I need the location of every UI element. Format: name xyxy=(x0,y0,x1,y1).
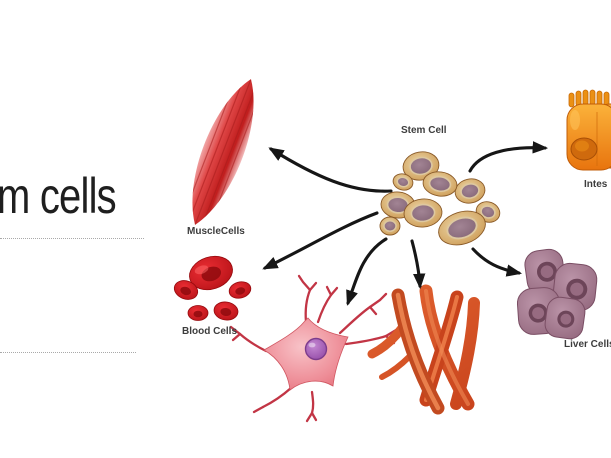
label-stem-cell: Stem Cell xyxy=(401,125,447,136)
arrow-to-fibers xyxy=(410,239,426,290)
placeholder-dotted-line-bottom xyxy=(0,352,136,353)
label-liver-cells: Liver Cells xyxy=(564,339,611,350)
blood-cells-graphic xyxy=(173,255,252,321)
arrow-to-intestinal xyxy=(468,141,549,173)
label-muscle-cells: MuscleCells xyxy=(187,226,245,237)
label-blood-cells: Blood Cells xyxy=(182,326,238,337)
arrow-to-blood xyxy=(262,211,379,270)
differentiation-arrows xyxy=(262,141,549,306)
fiber-bundle-graphic xyxy=(367,284,480,415)
liver-cells-graphic xyxy=(516,248,598,340)
arrow-to-neuron xyxy=(346,237,388,306)
placeholder-dotted-line-top xyxy=(0,238,144,239)
slide-title-fragment: m cells xyxy=(0,168,117,224)
arrow-to-liver xyxy=(471,247,523,277)
intestinal-cell-graphic xyxy=(566,89,611,171)
arrow-to-muscle xyxy=(268,147,393,193)
neuron-graphic xyxy=(229,274,398,423)
muscle-cell-graphic xyxy=(183,78,263,226)
stem-cell-cluster-graphic xyxy=(379,151,501,246)
label-intestinal-cells-clipped: Intes xyxy=(584,179,608,190)
